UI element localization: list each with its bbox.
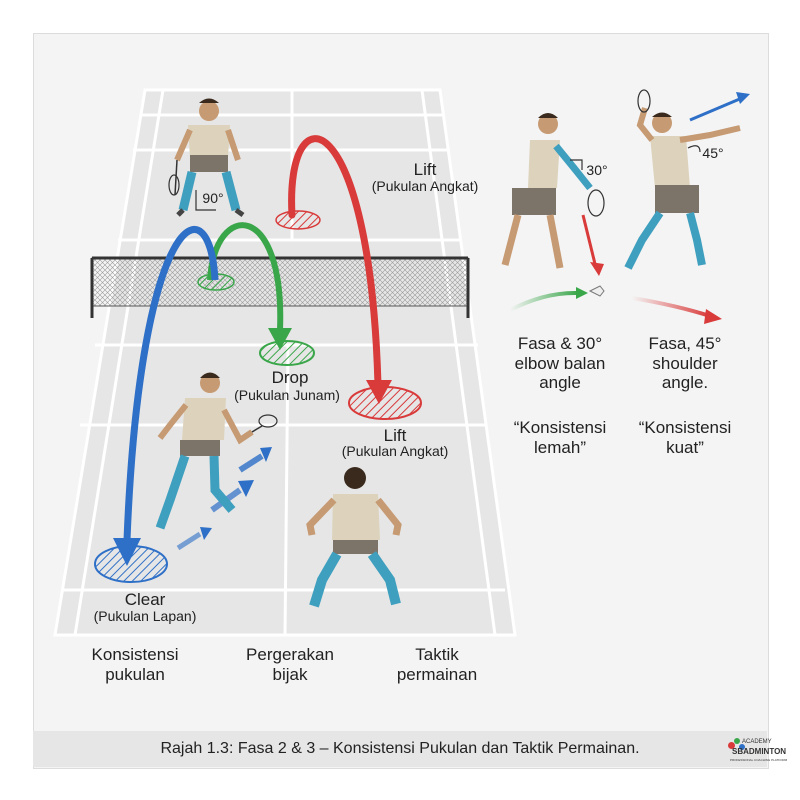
right-phase-line-2: shoulder (652, 353, 718, 373)
bottom-label-1: Konsistensi pukulan (70, 645, 200, 684)
academy-logo: ACADEMY SBADMINTON PROFESSIONAL COACHING… (728, 738, 794, 768)
angle-30-label: 30° (586, 162, 608, 178)
left-quote-line-1: “Konsistensi (513, 418, 607, 437)
lift-bottom-title: Lift (383, 426, 407, 445)
caption-bar: Rajah 1.3: Fasa 2 & 3 – Konsistensi Puku… (33, 731, 767, 767)
left-phase-line-3: angle (539, 373, 581, 393)
right-phase-line-3: angle. (661, 373, 709, 393)
green-swing-arrow (509, 290, 579, 312)
green-swing-arrowhead (576, 287, 588, 299)
bottom-label-3-line-2: permainan (396, 664, 478, 684)
right-quote-line-2: kuat” (666, 437, 704, 457)
clear-trajectory (123, 226, 219, 541)
left-quote: “Konsistensi lemah” (490, 418, 630, 457)
bottom-label-2: Pergerakan bijak (225, 645, 355, 684)
player-top (168, 98, 245, 218)
logo-main-text: SBADMINTON (732, 747, 787, 756)
angle-90-label: 90° (202, 190, 224, 206)
lift-bottom-sub: (Pukulan Angkat) (341, 443, 449, 459)
clear-title: Clear (124, 590, 166, 609)
red-swing-arrow (631, 296, 711, 318)
bottom-label-2-line-2: bijak (272, 664, 308, 684)
lift-top-zone (275, 210, 321, 230)
left-quote-line-2: lemah” (534, 437, 586, 457)
logo-dot-green (734, 738, 740, 744)
logo-small-text: PROFESSIONAL COACHING PLATFORM (730, 758, 788, 762)
player-elbow-angle (501, 113, 605, 276)
angle-45-label: 45° (702, 145, 724, 161)
bottom-label-2-line-1: Pergerakan (246, 645, 334, 664)
drop-title: Drop (271, 368, 309, 387)
lift-trajectory (288, 135, 382, 389)
logo-top-text: ACADEMY (742, 739, 772, 745)
lift-arrowhead (366, 380, 392, 404)
clear-arrowhead (113, 538, 141, 566)
left-phase-line-1: Fasa & 30° (517, 334, 603, 353)
lift-top-sub: (Pukulan Angkat) (371, 178, 479, 194)
right-phase-text: Fasa, 45° shoulder angle. (615, 334, 755, 393)
figure-caption: Rajah 1.3: Fasa 2 & 3 – Konsistensi Puku… (160, 740, 640, 757)
right-phase-line-1: Fasa, 45° (648, 334, 722, 353)
right-quote-line-1: “Konsistensi (638, 418, 732, 437)
bottom-label-1-line-2: pukulan (105, 664, 165, 684)
drop-zone (259, 340, 315, 366)
bottom-label-3-line-1: Taktik (415, 645, 459, 664)
bottom-label-3: Taktik permainan (372, 645, 502, 684)
shuttle (588, 285, 605, 297)
court-lines (62, 89, 505, 636)
logo-dot-blue (739, 744, 745, 750)
lift-top-title: Lift (413, 160, 437, 179)
player-shoulder-angle (624, 89, 750, 270)
drop-arrowhead (268, 328, 292, 350)
logo-dot-red (728, 742, 735, 749)
red-swing-arrowhead (704, 309, 722, 324)
player-middle (155, 372, 278, 530)
player-bottom (306, 467, 402, 608)
left-phase-text: Fasa & 30° elbow balan angle (490, 334, 630, 393)
left-phase-line-2: elbow balan (514, 353, 606, 373)
drop-sub: (Pukulan Junam) (234, 387, 340, 403)
bottom-label-1-line-1: Konsistensi (91, 645, 179, 664)
clear-sub: (Pukulan Lapan) (93, 608, 197, 624)
right-quote: “Konsistensi kuat” (615, 418, 755, 457)
